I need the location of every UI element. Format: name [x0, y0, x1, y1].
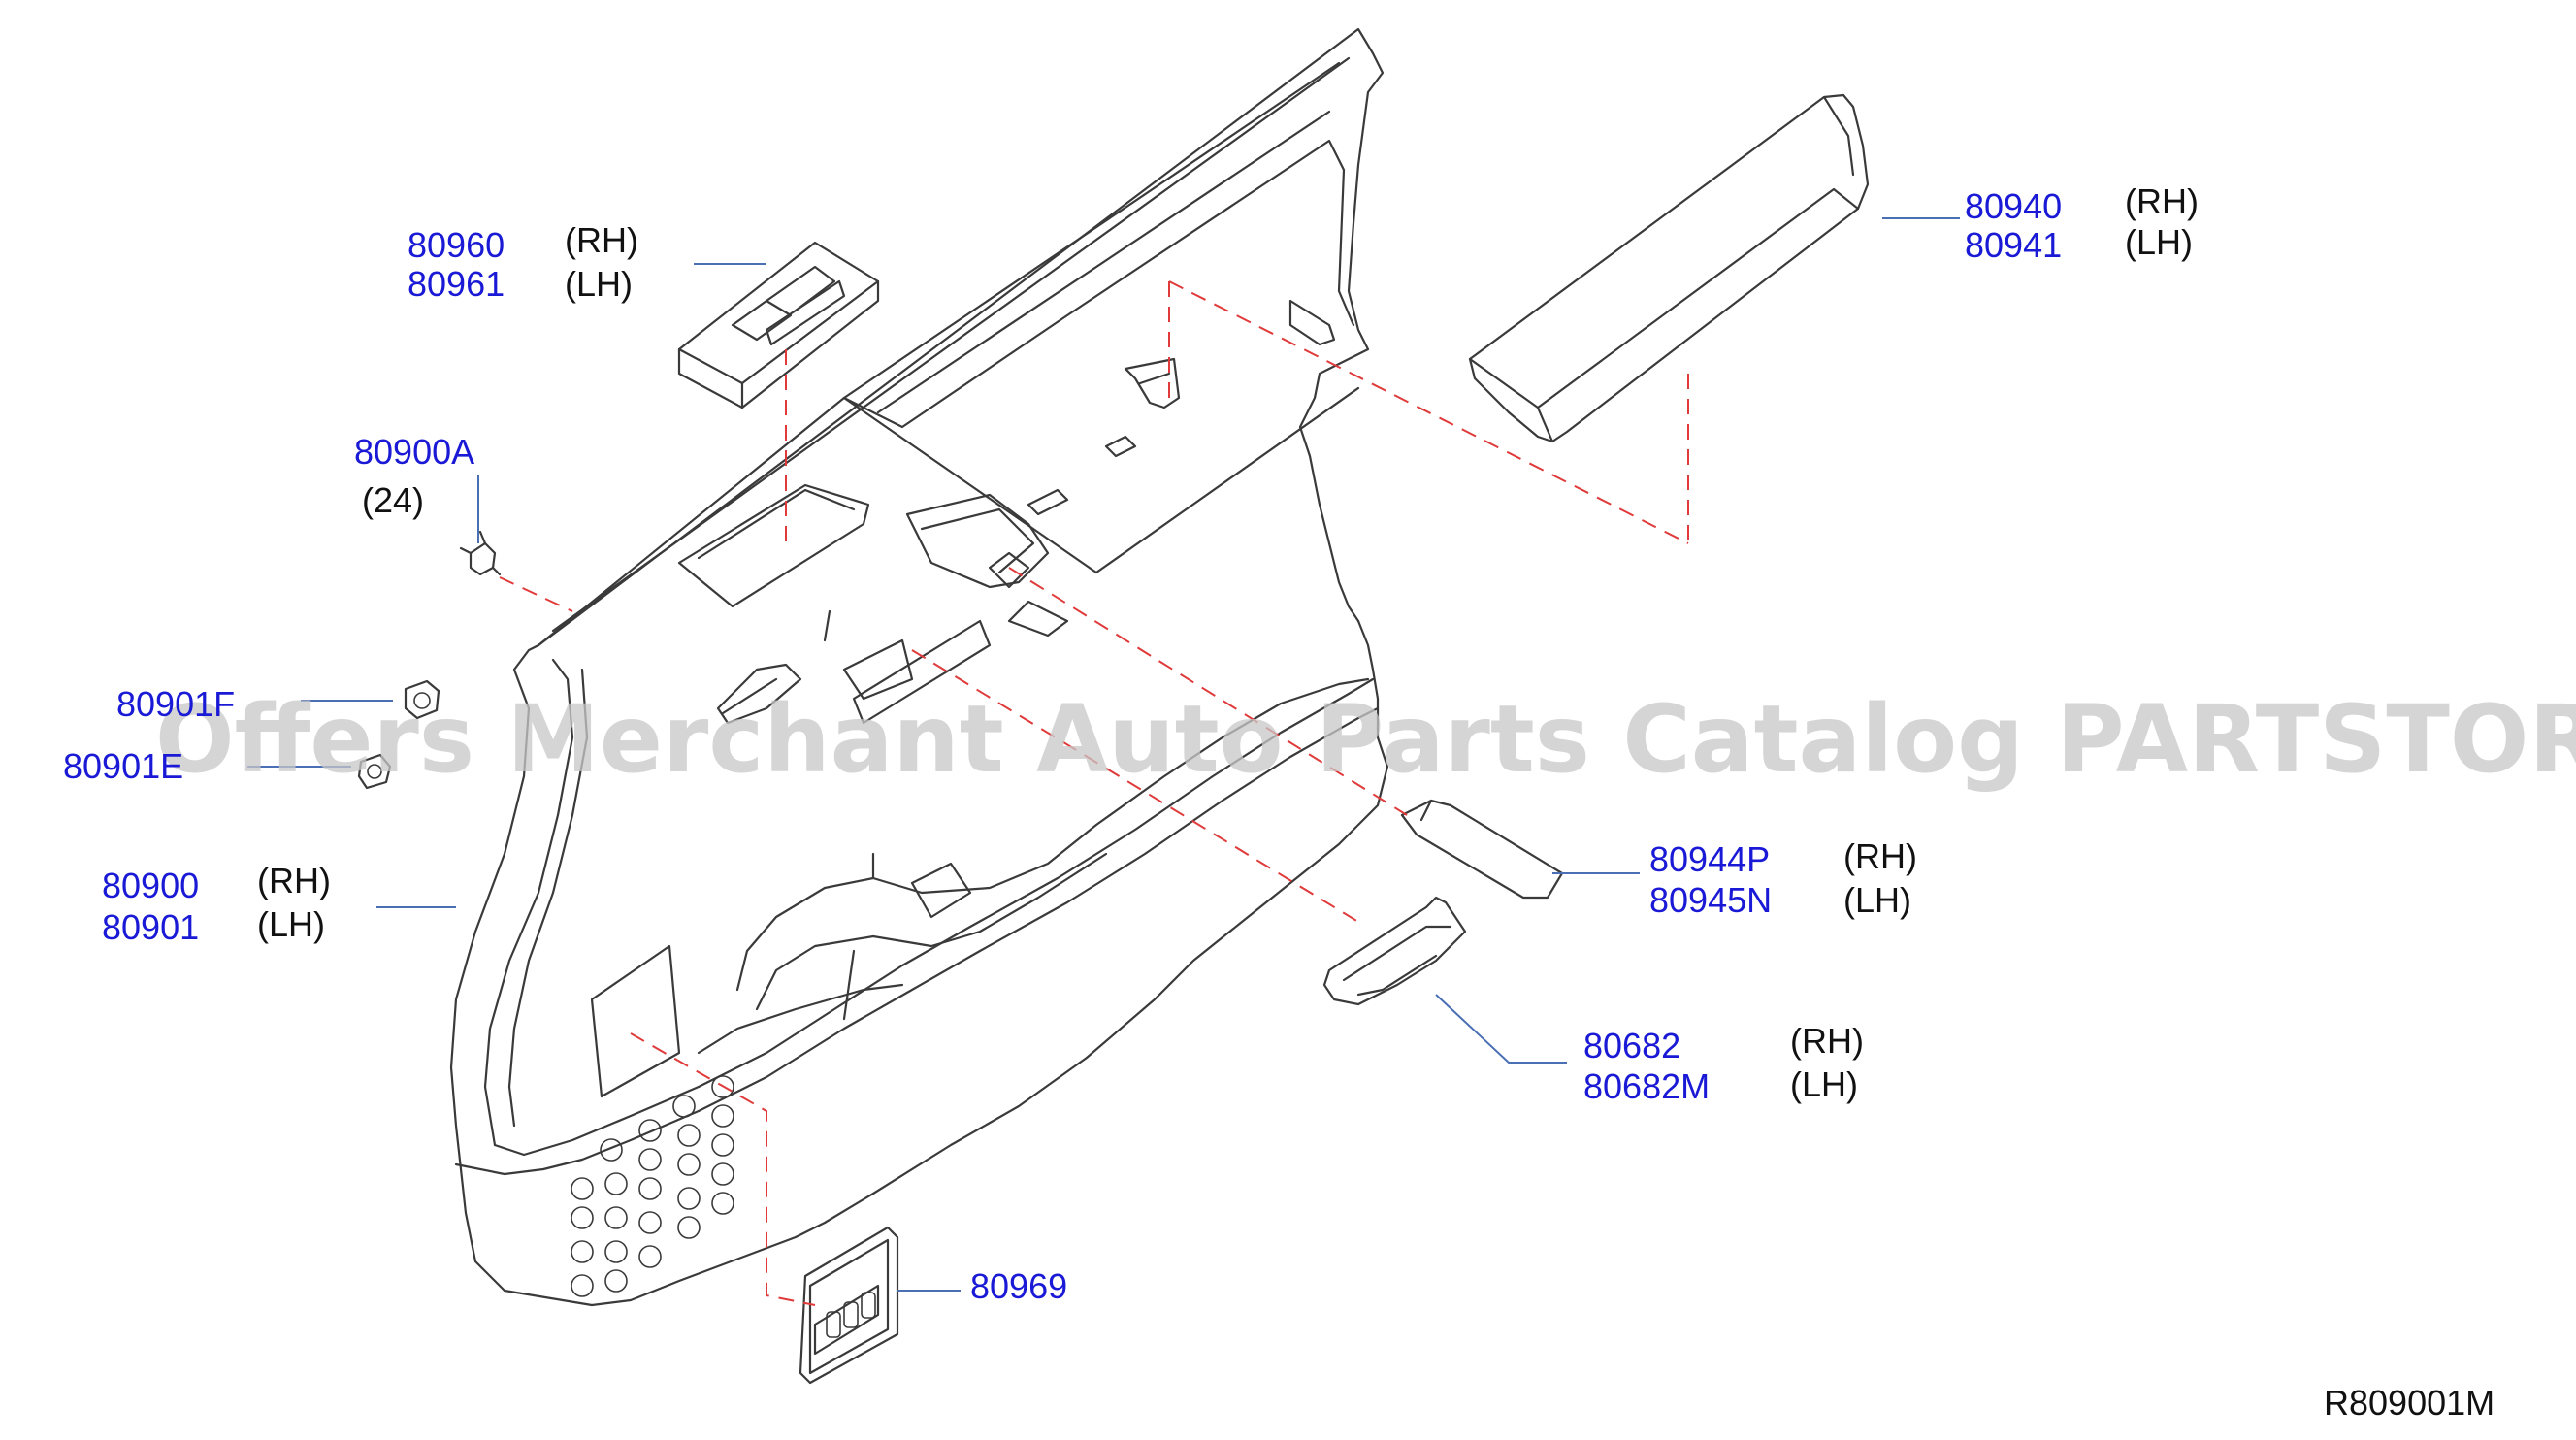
part-number: 80945N [1649, 880, 1772, 920]
part-number: 80944P [1649, 839, 1770, 879]
callout-clip-a: 80900A (24) [354, 432, 474, 520]
part-number: 80960 [408, 225, 505, 265]
side-label: (LH) [565, 264, 633, 304]
assembly-lines [499, 280, 1689, 1306]
side-label: (LH) [2125, 222, 2193, 262]
speaker-grille [571, 1075, 734, 1297]
assembly-dashed-line [630, 1032, 816, 1306]
clip-80901e [357, 753, 392, 790]
part-number: 80969 [970, 1266, 1067, 1306]
leader-lines [247, 217, 1960, 1292]
part-number: 80941 [1965, 225, 2062, 265]
side-label: (RH) [565, 220, 638, 260]
part-number: 80900 [102, 866, 199, 905]
part-number: 80682 [1583, 1026, 1680, 1065]
upper-switch-finisher [677, 241, 880, 409]
clip-80900a [459, 530, 502, 576]
callout-grip-cover: 80944P 80945N (RH) (LH) [1649, 836, 1917, 920]
callout-switch-finisher-upper: 80960 80961 (RH) (LH) [408, 220, 638, 304]
assembly-dashed-line [911, 649, 1359, 923]
grip-cover [1400, 799, 1564, 900]
quantity-label: (24) [362, 480, 424, 520]
armrest-pad [1468, 93, 1870, 443]
watermark: Offers Merchant Auto Parts Catalog PARTS… [155, 685, 2576, 794]
part-number: 80900A [354, 432, 474, 472]
side-label: (RH) [1790, 1021, 1864, 1061]
side-label: (RH) [2125, 181, 2199, 221]
part-number: 80901 [102, 907, 199, 947]
side-label: (LH) [1790, 1064, 1858, 1104]
leader-line [1435, 994, 1567, 1064]
part-number: 80901F [116, 684, 235, 724]
side-label: (RH) [257, 861, 331, 900]
assembly-dashed-line [1168, 280, 1689, 544]
side-label: (LH) [1843, 880, 1911, 920]
clip-80901f [404, 679, 440, 720]
callout-switch-finisher-lower: 80969 [970, 1266, 1067, 1306]
part-number: 80682M [1583, 1066, 1710, 1106]
callout-pull-handle: 80682 80682M (RH) (LH) [1583, 1021, 1864, 1106]
callout-clip-e: 80901E [63, 746, 183, 786]
part-number: 80961 [408, 264, 505, 304]
assembly-dashed-line [499, 576, 573, 612]
callout-armrest-pad: 80940 80941 (RH) (LH) [1965, 181, 2199, 265]
reference-code: R809001M [2324, 1383, 2494, 1423]
part-number: 80940 [1965, 186, 2062, 226]
side-label: (RH) [1843, 836, 1917, 876]
lower-switch-finisher [799, 1226, 899, 1385]
assembly-dashed-line [1008, 567, 1408, 816]
side-label: (LH) [257, 904, 325, 944]
part-number: 80901E [63, 746, 183, 786]
pull-handle [1322, 896, 1467, 1006]
door-trim-panel [449, 27, 1389, 1307]
callout-clip-f: 80901F [116, 684, 235, 724]
callout-door-trim: 80900 80901 (RH) (LH) [102, 861, 331, 947]
